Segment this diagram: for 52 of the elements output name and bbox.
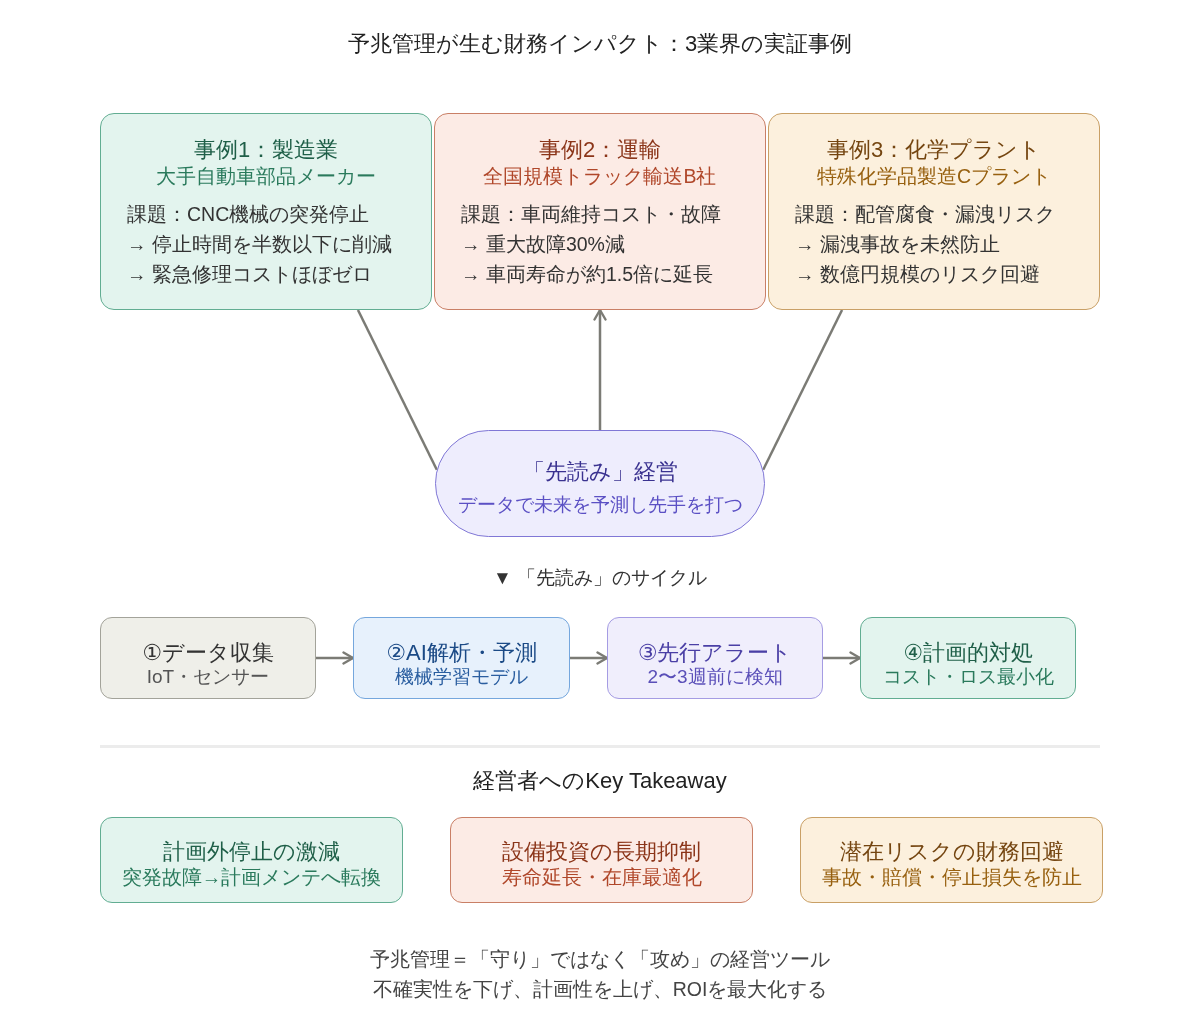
closing-note: 予兆管理＝「守り」ではなく「攻め」の経営ツール bbox=[370, 946, 830, 972]
arrow bbox=[593, 308, 607, 430]
connector-line bbox=[762, 309, 844, 471]
card-title: 事例2：運輸 bbox=[538, 136, 662, 164]
connector-line bbox=[356, 309, 438, 471]
arrow bbox=[316, 651, 355, 665]
takeaway-box bbox=[450, 817, 753, 903]
takeaway-subtitle: 突発故障→計画メンテへ転換 bbox=[121, 865, 382, 889]
card-subtitle: 大手自動車部品メーカー bbox=[156, 164, 376, 188]
result-text: → 車両寿命が約1.5倍に延長 bbox=[461, 262, 714, 287]
section-heading: ▼ 「先読み」のサイクル bbox=[492, 566, 708, 590]
step-subtitle: 2〜3週前に検知 bbox=[647, 666, 783, 688]
takeaway-title: 計画外停止の激減 bbox=[163, 839, 340, 865]
challenge-text: 課題：車両維持コスト・故障 bbox=[461, 202, 721, 227]
takeaway-subtitle: 寿命延長・在庫最適化 bbox=[501, 865, 702, 889]
oval-title: 「先読み」経営 bbox=[522, 458, 678, 486]
result-text: → 漏洩事故を未然防止 bbox=[795, 232, 1000, 257]
arrow bbox=[570, 651, 609, 665]
step-subtitle: 機械学習モデル bbox=[395, 666, 528, 688]
takeaway-title: 潜在リスクの財務回避 bbox=[839, 839, 1064, 865]
challenge-text: 課題：CNC機械の突発停止 bbox=[127, 202, 370, 227]
diagram-title: 予兆管理が生む財務インパクト：3業界の実証事例 bbox=[347, 30, 853, 58]
result-text: → 停止時間を半数以下に削減 bbox=[127, 232, 392, 257]
step-subtitle: コスト・ロス最小化 bbox=[882, 666, 1054, 688]
step-subtitle: IoT・センサー bbox=[146, 666, 270, 688]
case-card bbox=[768, 113, 1100, 310]
result-text: → 重大故障30%減 bbox=[461, 232, 625, 257]
takeaway-subtitle: 事故・賠償・停止損失を防止 bbox=[821, 865, 1082, 889]
takeaway-box bbox=[800, 817, 1103, 903]
case-card bbox=[434, 113, 766, 310]
step-box bbox=[100, 617, 316, 699]
card-title: 事例3：化学プラント bbox=[826, 136, 1042, 164]
section-heading: 経営者へのKey Takeaway bbox=[473, 767, 727, 795]
card-title: 事例1：製造業 bbox=[193, 136, 339, 164]
step-title: ④計画的対処 bbox=[903, 640, 1033, 666]
step-box bbox=[860, 617, 1076, 699]
oval-subtitle: データで未来を予測し先手を打つ bbox=[457, 493, 743, 517]
card-subtitle: 全国規模トラック輸送B社 bbox=[483, 164, 717, 188]
closing-note: 不確実性を下げ、計画性を上げ、ROIを最大化する bbox=[372, 976, 828, 1002]
result-text: → 数億円規模のリスク回避 bbox=[795, 262, 1040, 287]
step-title: ①データ収集 bbox=[142, 640, 274, 666]
result-text: → 緊急修理コストほぼゼロ bbox=[127, 262, 372, 287]
step-box bbox=[607, 617, 823, 699]
takeaway-title: 設備投資の長期抑制 bbox=[502, 839, 701, 865]
step-title: ③先行アラート bbox=[637, 640, 793, 666]
card-subtitle: 特殊化学品製造Cプラント bbox=[816, 164, 1052, 188]
case-card bbox=[100, 113, 432, 310]
step-title: ②AI解析・予測 bbox=[386, 640, 537, 666]
arrow bbox=[823, 651, 862, 665]
step-box bbox=[353, 617, 570, 699]
challenge-text: 課題：配管腐食・漏洩リスク bbox=[795, 202, 1055, 227]
takeaway-box bbox=[100, 817, 403, 903]
